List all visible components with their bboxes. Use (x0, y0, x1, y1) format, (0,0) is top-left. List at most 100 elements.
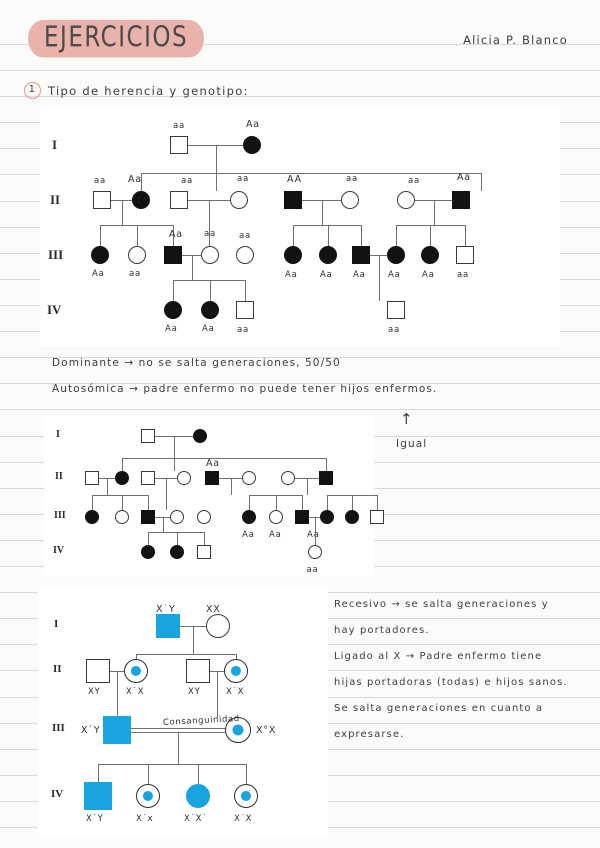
genotype-label: X°X (256, 725, 277, 736)
pedigree-line (215, 173, 217, 191)
note-ligado-x-4: expresarse. (334, 729, 405, 740)
pedigree-line (328, 225, 330, 246)
pedigree-line (98, 764, 100, 784)
pedigree-line (173, 225, 175, 246)
pedigree-line (122, 458, 124, 471)
genotype-label: XY (188, 687, 201, 697)
pedigree-line (193, 626, 195, 654)
genotype-label: aa (129, 269, 142, 279)
pedigree-male-symbol (141, 510, 155, 524)
genotype-label: X˙Y (156, 604, 176, 615)
genotype-label: aa (204, 229, 217, 239)
pedigree-line (162, 517, 164, 532)
pedigree-line (245, 280, 247, 301)
pedigree-female-symbol (128, 246, 146, 264)
pedigree-line (148, 764, 150, 784)
pedigree-line (327, 495, 329, 510)
pedigree-line (293, 225, 361, 227)
genotype-label: aa (388, 325, 401, 335)
pedigree-line (141, 173, 143, 191)
pedigree-line (166, 478, 168, 510)
pedigree-line (148, 532, 150, 545)
pedigree-line (314, 517, 316, 545)
rule-line (0, 44, 600, 45)
pedigree-line (293, 225, 295, 246)
pedigree-male-symbol (205, 471, 219, 485)
author-name: Alicia P. Blanco (463, 33, 568, 47)
pedigree-male-symbol (170, 191, 188, 209)
genotype-label: X˙X (234, 814, 253, 824)
pedigree-male-symbol (141, 429, 155, 443)
pedigree-female-symbol (115, 510, 129, 524)
genotype-label: Aa (269, 530, 282, 540)
genotype-label: X˙X (126, 687, 145, 697)
genotype-label: X˙X˙ (184, 814, 208, 824)
genotype-label: Aa (388, 270, 401, 280)
pedigree-line (249, 495, 251, 510)
genotype-label: Aa (320, 270, 333, 280)
rule-line (0, 409, 600, 410)
generation-label-iii: III (48, 247, 64, 262)
pedigree-line (177, 532, 179, 545)
pedigree-female-symbol (193, 429, 207, 443)
pedigree-male-symbol (103, 716, 131, 744)
genotype-label: aa (173, 121, 186, 131)
genotype-label: Aa (206, 458, 220, 469)
pedigree-male-symbol (93, 191, 111, 209)
pedigree-line (148, 495, 150, 510)
pedigree-female-symbol (269, 510, 283, 524)
pedigree-male-symbol (141, 471, 155, 485)
pedigree-female-symbol (281, 471, 295, 485)
pedigree-female-symbol (170, 510, 184, 524)
pedigree-line (107, 478, 109, 495)
genotype-label: aa (94, 176, 107, 186)
pedigree-line (396, 225, 398, 246)
page-title: EJERCICIOS (28, 20, 205, 58)
pedigree-female-symbol (345, 510, 359, 524)
genotype-label: X˙x (136, 814, 154, 824)
pedigree-line (148, 532, 204, 534)
pedigree-line (246, 764, 248, 784)
genotype-label: Aa (422, 270, 435, 280)
pedigree-female-symbol (141, 545, 155, 559)
genotype-label: X˙Y (86, 814, 104, 824)
pedigree-male-symbol (319, 471, 333, 485)
pedigree-male-symbol (197, 545, 211, 559)
pedigree-female-symbol (320, 510, 334, 524)
pedigree-female-symbol (225, 717, 251, 743)
pedigree-female-symbol (284, 246, 302, 264)
pedigree-line (122, 495, 124, 510)
pedigree-male-symbol (164, 246, 182, 264)
genotype-label: aa (237, 174, 250, 184)
pedigree-line (276, 495, 278, 510)
generation-label-iv: IV (53, 545, 65, 556)
pedigree-line (174, 436, 176, 458)
genotype-label: Aa (457, 172, 471, 183)
pedigree-line (433, 200, 435, 225)
pedigree-line (177, 732, 179, 764)
pedigree-female-symbol (307, 545, 322, 559)
pedigree-female-symbol (197, 510, 211, 524)
pedigree-female-symbol (170, 545, 184, 559)
pedigree-female-symbol (91, 246, 109, 264)
pedigree-line (100, 225, 173, 227)
generation-label-i: I (56, 429, 60, 440)
pedigree-line (377, 495, 379, 510)
note-recesivo-1: Recesivo → se salta generaciones y (334, 599, 549, 610)
genotype-label: XY (88, 687, 101, 697)
pedigree-male-symbol (86, 659, 110, 683)
pedigree-line (230, 478, 232, 495)
pedigree-female-symbol (236, 246, 254, 264)
generation-label-iii: III (52, 722, 65, 734)
pedigree-female-symbol (242, 471, 256, 485)
generation-label-ii: II (53, 663, 62, 675)
genotype-label: Aa (242, 530, 255, 540)
pedigree-line (210, 280, 212, 301)
pedigree-female-symbol (201, 246, 219, 264)
pedigree-male-symbol (370, 510, 384, 524)
pedigree-line (302, 495, 304, 510)
pedigree-male-symbol (236, 301, 254, 319)
pedigree-female-symbol (387, 246, 405, 264)
